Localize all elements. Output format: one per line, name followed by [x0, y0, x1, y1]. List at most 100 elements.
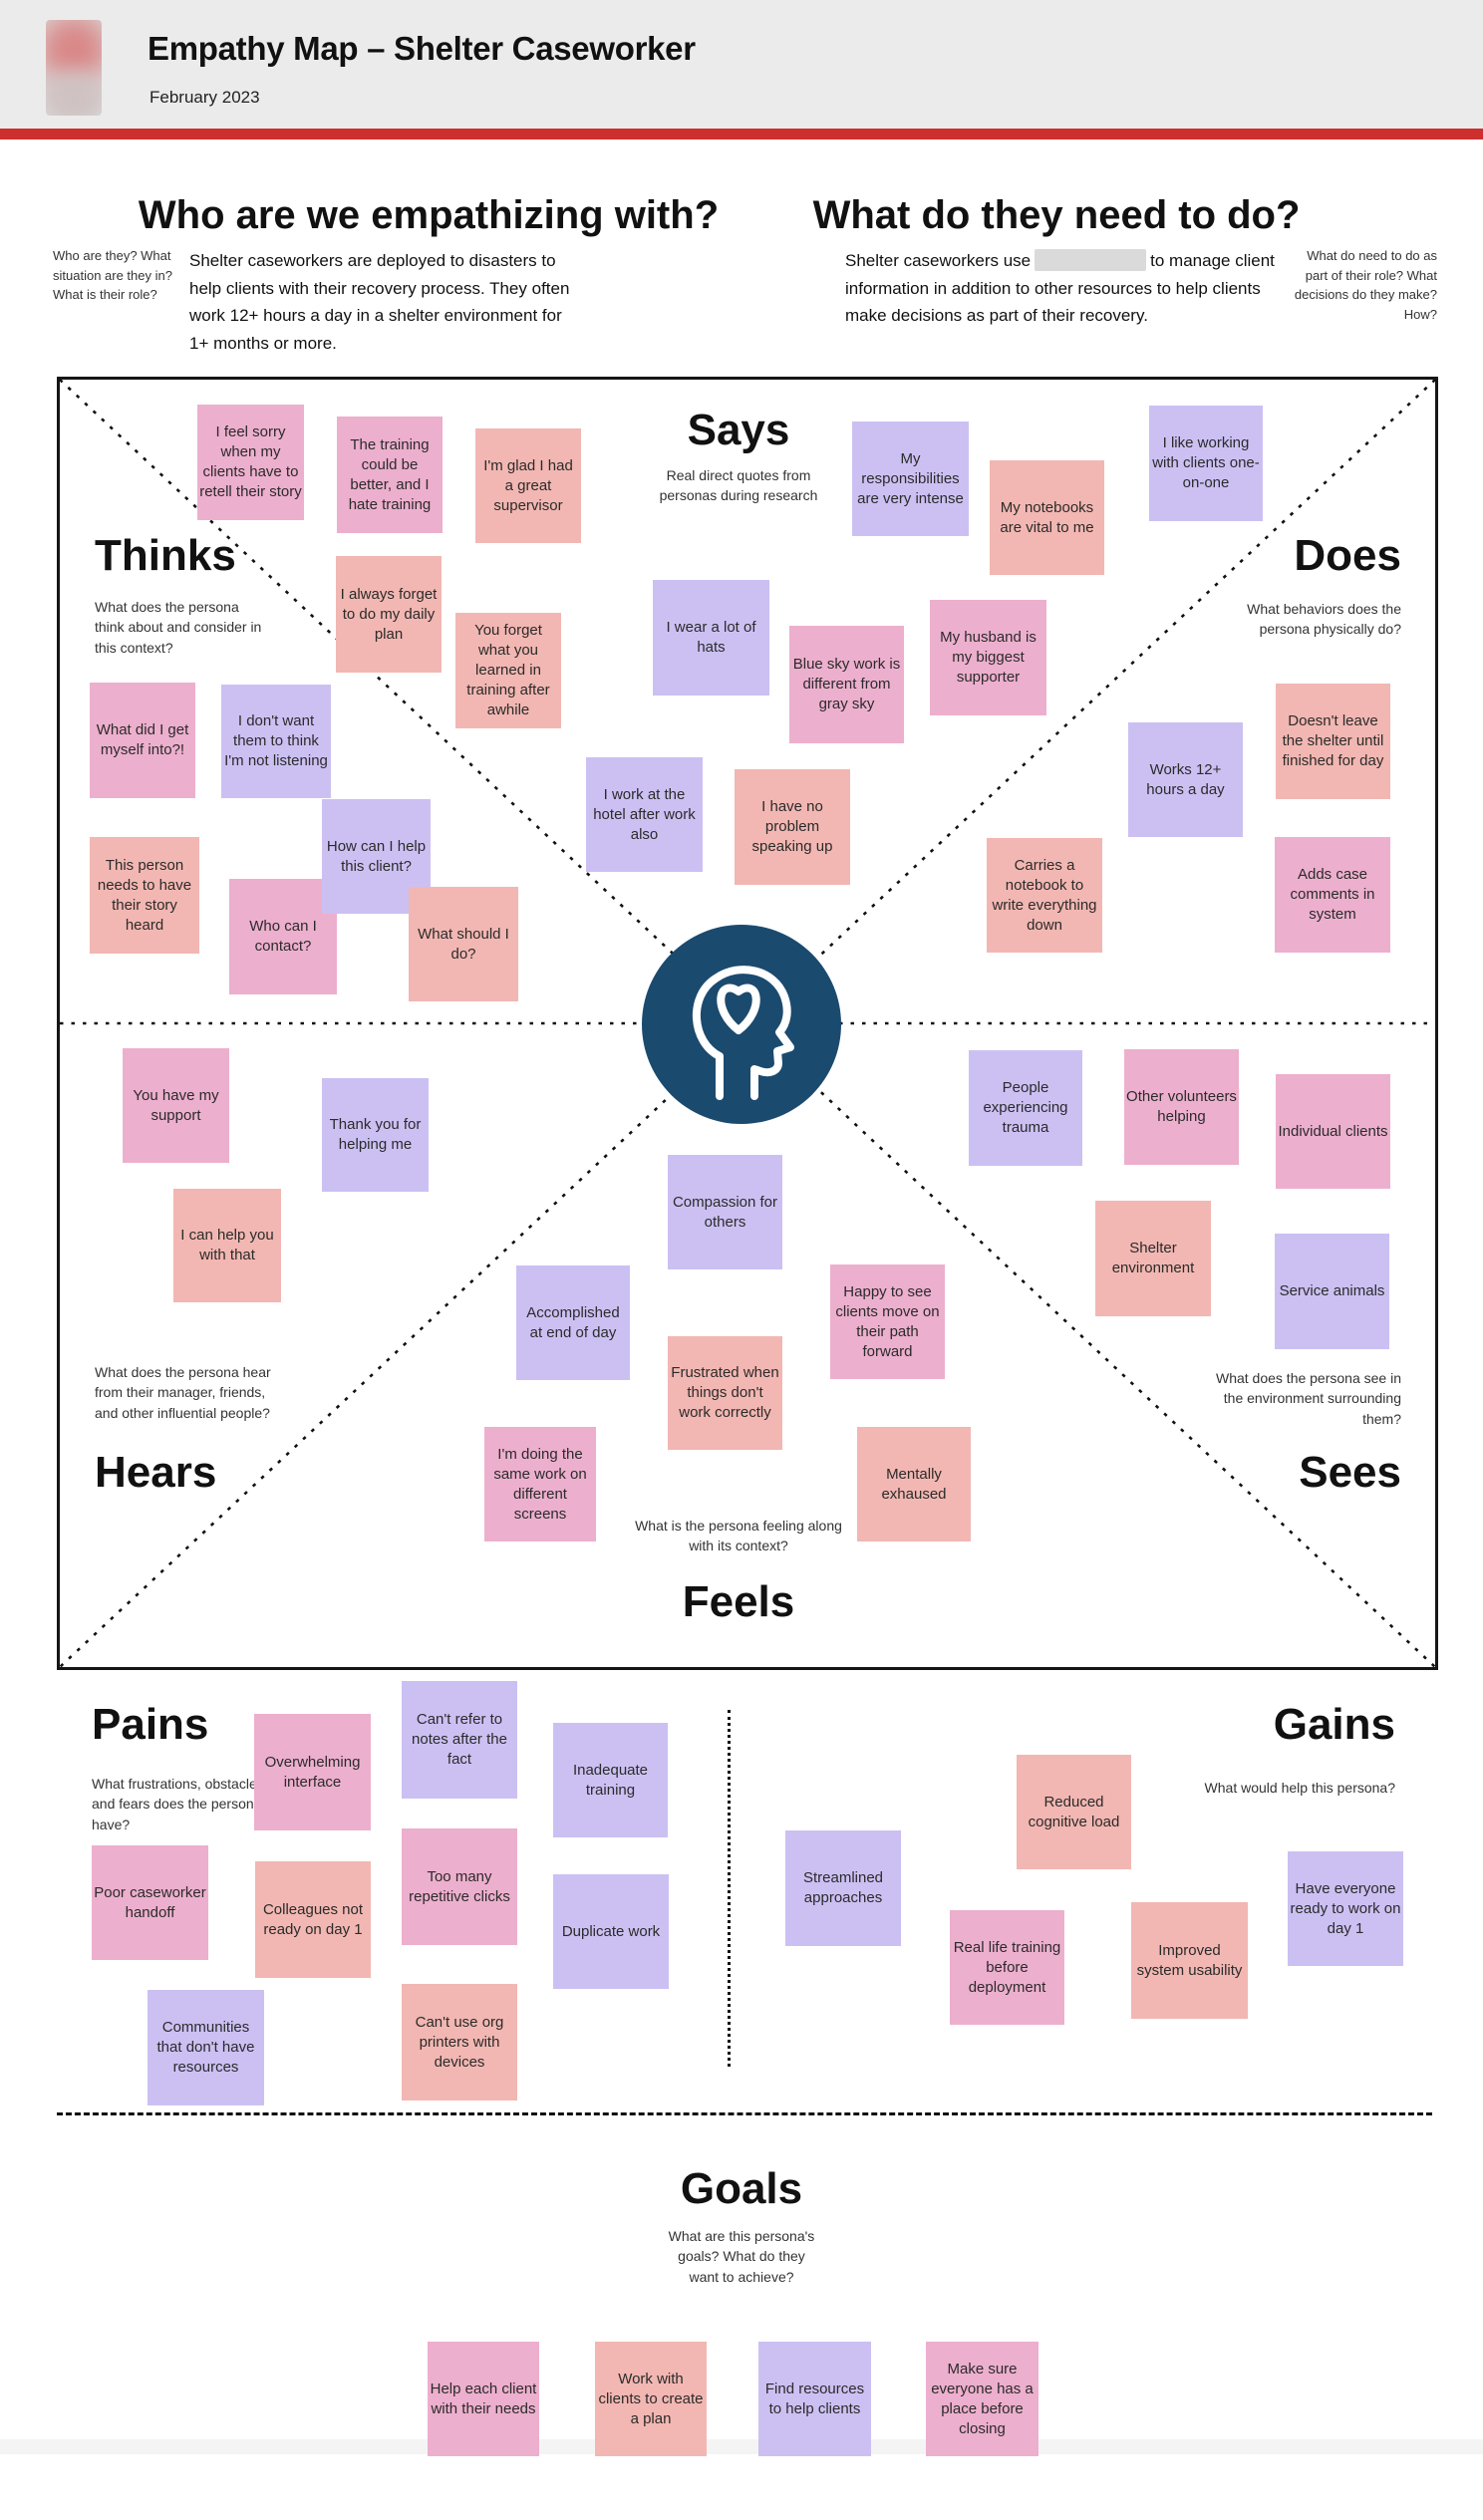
sticky-note-text: Compassion for others	[672, 1193, 778, 1231]
sticky-note[interactable]: Mentally exhaused	[857, 1427, 971, 1541]
sticky-note-text: Inadequate training	[572, 1761, 649, 1799]
sticky-note-text: Can't refer to notes after the fact	[412, 1711, 507, 1768]
does-label: Does	[1294, 531, 1401, 580]
sticky-note-text: Find resources to help clients	[764, 2380, 865, 2417]
sticky-note[interactable]: People experiencing trauma	[969, 1050, 1082, 1166]
sticky-note-text: Make sure everyone has a place before cl…	[931, 2360, 1034, 2437]
sticky-note[interactable]: Who can I contact?	[229, 879, 337, 994]
sticky-note[interactable]: I feel sorry when my clients have to ret…	[197, 405, 304, 520]
sticky-note[interactable]: My husband is my biggest supporter	[930, 600, 1046, 715]
sticky-note[interactable]: Help each client with their needs	[428, 2342, 539, 2456]
sticky-note-text: Mentally exhaused	[881, 1465, 947, 1503]
sees-question: What does the persona see in the environ…	[1215, 1370, 1401, 1427]
sticky-note-text: I can help you with that	[180, 1227, 274, 1263]
who-heading: Who are we empathizing with?	[138, 193, 720, 237]
sticky-note[interactable]: What should I do?	[409, 887, 518, 1001]
sticky-note[interactable]: Communities that don't have resources	[148, 1990, 264, 2105]
says-label: Says	[687, 406, 790, 454]
sticky-note-text: My notebooks are vital to me	[1000, 498, 1094, 536]
sticky-note-text: Happy to see clients move on their path …	[835, 1282, 940, 1360]
sticky-note[interactable]: I'm glad I had a great supervisor	[475, 428, 581, 543]
sticky-note[interactable]: Carries a notebook to write everything d…	[987, 838, 1102, 953]
sticky-note[interactable]: Duplicate work	[553, 1874, 669, 1989]
gains-label: Gains	[1273, 1700, 1395, 1749]
sticky-note[interactable]: Adds case comments in system	[1275, 837, 1390, 953]
sticky-note[interactable]: I have no problem speaking up	[735, 769, 850, 885]
sticky-note[interactable]: Compassion for others	[668, 1155, 782, 1269]
sticky-note[interactable]: Overwhelming interface	[254, 1714, 371, 1830]
sticky-note-text: Frustrated when things don't work correc…	[671, 1364, 779, 1421]
sticky-note[interactable]: Service animals	[1275, 1234, 1389, 1349]
sticky-note[interactable]: Reduced cognitive load	[1017, 1755, 1131, 1869]
need-hint: What do need to do as part of their role…	[1294, 248, 1437, 322]
sticky-note-text: Reduced cognitive load	[1028, 1793, 1120, 1830]
sticky-note-text: Colleagues not ready on day 1	[262, 1900, 364, 1938]
sticky-note[interactable]: Works 12+ hours a day	[1128, 722, 1243, 837]
sticky-note[interactable]: Make sure everyone has a place before cl…	[926, 2342, 1038, 2456]
sticky-note[interactable]: Find resources to help clients	[758, 2342, 871, 2456]
sticky-note-text: Have everyone ready to work on day 1	[1290, 1879, 1401, 1937]
empathy-map-frame: Says Real direct quotes from personas du…	[57, 377, 1438, 1670]
sticky-note-text: Shelter environment	[1111, 1240, 1195, 1276]
sticky-note[interactable]: You have my support	[123, 1048, 229, 1163]
sticky-note[interactable]: Have everyone ready to work on day 1	[1288, 1851, 1403, 1966]
sticky-note[interactable]: You forget what you learned in training …	[455, 613, 561, 728]
sticky-note[interactable]: This person needs to have their story he…	[90, 837, 199, 954]
sticky-note-text: You have my support	[133, 1086, 219, 1124]
sticky-note[interactable]: I can help you with that	[173, 1189, 281, 1302]
sticky-note[interactable]: Doesn't leave the shelter until finished…	[1276, 684, 1390, 799]
sticky-note[interactable]: Colleagues not ready on day 1	[255, 1861, 371, 1978]
sees-label: Sees	[1299, 1448, 1401, 1497]
sticky-note[interactable]: I don't want them to think I'm not liste…	[221, 685, 331, 798]
sticky-note[interactable]: Happy to see clients move on their path …	[830, 1264, 945, 1379]
sticky-note[interactable]: Streamlined approaches	[785, 1830, 901, 1946]
page-date: February 2023	[149, 88, 260, 107]
sticky-note-text: I like working with clients one-on-one	[1152, 434, 1260, 491]
sticky-note[interactable]: Thank you for helping me	[322, 1078, 429, 1192]
sticky-note-text: I work at the hotel after work also	[593, 785, 696, 843]
sticky-note[interactable]: Accomplished at end of day	[516, 1265, 630, 1380]
thinks-question: What does the persona think about and co…	[95, 599, 262, 656]
sticky-note-text: People experiencing trauma	[983, 1079, 1068, 1136]
sticky-note[interactable]: I'm doing the same work on different scr…	[484, 1427, 596, 1541]
sticky-note[interactable]: Inadequate training	[553, 1723, 668, 1837]
sticky-note[interactable]: Real life training before deployment	[950, 1910, 1064, 2025]
sticky-note-text: Help each client with their needs	[430, 2380, 537, 2417]
sticky-note-text: I'm doing the same work on different scr…	[493, 1445, 587, 1523]
sticky-note[interactable]: Individual clients	[1276, 1074, 1390, 1189]
sticky-note[interactable]: What did I get myself into?!	[90, 683, 195, 798]
thinks-label: Thinks	[95, 531, 236, 580]
sticky-note[interactable]: I always forget to do my daily plan	[336, 556, 442, 673]
sticky-note[interactable]: Can't use org printers with devices	[402, 1984, 517, 2100]
sticky-note[interactable]: Blue sky work is different from gray sky	[789, 626, 904, 743]
sticky-note[interactable]: Other volunteers helping	[1124, 1049, 1239, 1165]
sticky-note[interactable]: Work with clients to create a plan	[595, 2342, 707, 2456]
need-paragraph-before: Shelter caseworkers use	[845, 251, 1032, 270]
hears-question: What does the persona hear from their ma…	[95, 1364, 271, 1421]
empathy-head-icon	[642, 925, 841, 1124]
sticky-note[interactable]: Poor caseworker handoff	[92, 1845, 208, 1960]
sticky-note-text: Doesn't leave the shelter until finished…	[1282, 712, 1384, 769]
redacted-product-name	[1035, 249, 1147, 271]
sticky-note-text: Who can I contact?	[249, 918, 317, 955]
sticky-note-text: I have no problem speaking up	[751, 798, 833, 855]
pains-question: What frustrations, obstacles, and fears …	[92, 1776, 268, 1832]
sticky-note[interactable]: The training could be better, and I hate…	[337, 417, 443, 533]
sticky-note[interactable]: Shelter environment	[1095, 1201, 1211, 1316]
sticky-note[interactable]: Too many repetitive clicks	[402, 1828, 517, 1945]
sticky-note[interactable]: How can I help this client?	[322, 799, 431, 914]
need-heading: What do they need to do?	[812, 193, 1301, 237]
sticky-note-text: Other volunteers helping	[1126, 1088, 1237, 1125]
sticky-note[interactable]: My responsibilities are very intense	[852, 421, 969, 536]
sticky-note[interactable]: I work at the hotel after work also	[586, 757, 703, 872]
sticky-note[interactable]: I wear a lot of hats	[653, 580, 769, 696]
sticky-note[interactable]: I like working with clients one-on-one	[1149, 406, 1263, 521]
sticky-note-text: Service animals	[1279, 1282, 1385, 1299]
sticky-note[interactable]: Can't refer to notes after the fact	[402, 1681, 517, 1799]
sticky-note-text: My responsibilities are very intense	[857, 449, 964, 507]
header-accent-bar	[0, 129, 1483, 140]
sticky-note[interactable]: Frustrated when things don't work correc…	[668, 1336, 782, 1450]
sticky-note[interactable]: Improved system usability	[1131, 1902, 1248, 2019]
sticky-note[interactable]: My notebooks are vital to me	[990, 460, 1104, 575]
pains-label: Pains	[92, 1700, 209, 1749]
